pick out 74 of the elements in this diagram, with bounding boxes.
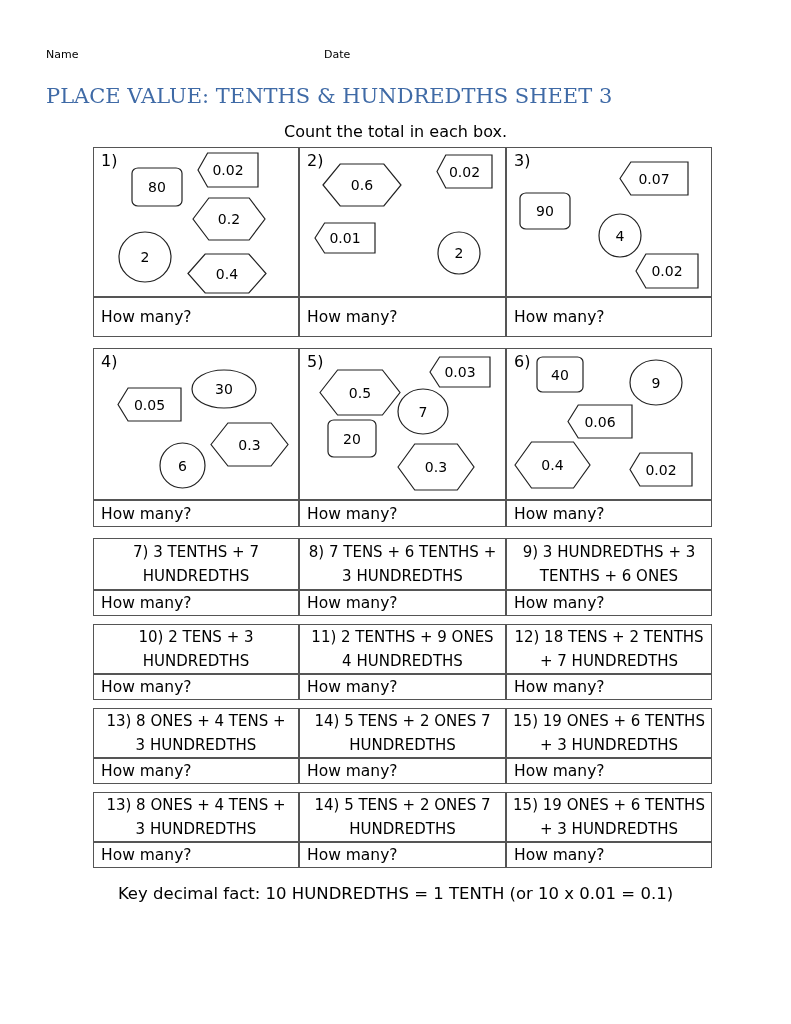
- question-cell: 14) 5 TENS + 2 ONES 7 HUNDREDTHS: [299, 708, 506, 758]
- answer-cell: How many?: [506, 500, 712, 527]
- question-cell: 10) 2 TENS + 3 HUNDREDTHS: [93, 624, 299, 674]
- number-hexagon: 0.5: [320, 370, 400, 415]
- question-cell: 13) 8 ONES + 4 TENS + 3 HUNDREDTHS: [93, 792, 299, 842]
- problem-cell: [93, 147, 299, 297]
- question-cell: 11) 2 TENTHS + 9 ONES 4 HUNDREDTHS: [299, 624, 506, 674]
- question-cell: 9) 3 HUNDREDTHS + 3 TENTHS + 6 ONES: [506, 538, 712, 590]
- answer-cell: How many?: [93, 297, 299, 337]
- answer-cell: How many?: [299, 297, 506, 337]
- number-circle: 30: [192, 370, 256, 408]
- question-cell: 15) 19 ONES + 6 TENTHS + 3 HUNDREDTHS: [506, 708, 712, 758]
- number-tag: 0.02: [437, 155, 492, 188]
- name-label: Name: [46, 48, 79, 61]
- question-cell: 7) 3 TENTHS + 7 HUNDREDTHS: [93, 538, 299, 590]
- number-hexagon: 0.2: [193, 198, 265, 240]
- problem-number: 4): [101, 352, 118, 371]
- number-circle: 9: [630, 360, 682, 405]
- answer-cell: How many?: [299, 674, 506, 700]
- number-tag: 0.07: [620, 162, 688, 195]
- number-tag: 0.06: [568, 405, 632, 438]
- number-tag: 0.02: [636, 254, 698, 288]
- number-circle: 7: [398, 389, 448, 434]
- problem-number: 2): [307, 151, 324, 170]
- number-hexagon: 0.4: [515, 442, 590, 488]
- answer-cell: How many?: [299, 500, 506, 527]
- problem-number: 5): [307, 352, 324, 371]
- number-tag: 0.03: [430, 357, 490, 387]
- problem-cell: [506, 348, 712, 500]
- number-hexagon: 0.6: [323, 164, 401, 206]
- answer-cell: How many?: [93, 500, 299, 527]
- key-fact-note: Key decimal fact: 10 HUNDREDTHS = 1 TENTH (or 10 x 0.01 = 0.1): [116, 884, 675, 903]
- worksheet-title: PLACE VALUE: TENTHS & HUNDREDTHS SHEET 3: [46, 84, 613, 108]
- number-circle: 2: [438, 232, 480, 274]
- problem-number: 3): [514, 151, 531, 170]
- problem-number: 6): [514, 352, 531, 371]
- answer-cell: How many?: [93, 758, 299, 784]
- number-tag: 0.05: [118, 388, 181, 421]
- answer-cell: How many?: [93, 674, 299, 700]
- number-hexagon: 0.3: [398, 444, 474, 490]
- number-circle: 4: [599, 214, 641, 257]
- number-card: 90: [520, 193, 570, 229]
- problem-cell: [93, 348, 299, 500]
- answer-cell: How many?: [506, 674, 712, 700]
- problem-cell: [506, 147, 712, 297]
- number-tag: 0.01: [315, 223, 375, 253]
- answer-cell: How many?: [506, 590, 712, 616]
- number-circle: 6: [160, 443, 205, 488]
- number-tag: 0.02: [630, 453, 692, 486]
- question-cell: 13) 8 ONES + 4 TENS + 3 HUNDREDTHS: [93, 708, 299, 758]
- question-cell: 12) 18 TENS + 2 TENTHS + 7 HUNDREDTHS: [506, 624, 712, 674]
- number-card: 40: [537, 357, 583, 392]
- answer-cell: How many?: [299, 758, 506, 784]
- answer-cell: How many?: [506, 297, 712, 337]
- answer-cell: How many?: [506, 842, 712, 868]
- question-cell: 15) 19 ONES + 6 TENTHS + 3 HUNDREDTHS: [506, 792, 712, 842]
- problem-cell: [299, 147, 506, 297]
- number-hexagon: 0.3: [211, 423, 288, 466]
- answer-cell: How many?: [299, 842, 506, 868]
- problem-cell: [299, 348, 506, 500]
- answer-cell: How many?: [506, 758, 712, 784]
- number-card: 80: [132, 168, 182, 206]
- problem-number: 1): [101, 151, 118, 170]
- question-cell: 14) 5 TENS + 2 ONES 7 HUNDREDTHS: [299, 792, 506, 842]
- question-cell: 8) 7 TENS + 6 TENTHS + 3 HUNDREDTHS: [299, 538, 506, 590]
- answer-cell: How many?: [299, 590, 506, 616]
- date-label: Date: [324, 48, 351, 61]
- number-tag: 0.02: [198, 153, 258, 187]
- instruction-text: Count the total in each box.: [283, 122, 508, 141]
- number-circle: 2: [119, 232, 171, 282]
- answer-cell: How many?: [93, 590, 299, 616]
- answer-cell: How many?: [93, 842, 299, 868]
- number-card: 20: [328, 420, 376, 457]
- number-hexagon: 0.4: [188, 254, 266, 293]
